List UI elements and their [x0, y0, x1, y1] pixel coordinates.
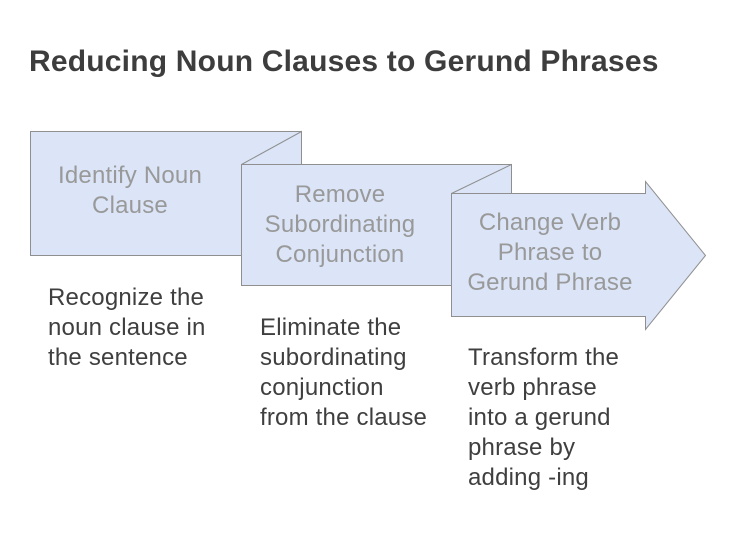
step3-description: Transform the verb phrase into a gerund …	[468, 344, 620, 491]
step3-arrow	[451, 180, 707, 331]
step1-description: Recognize the noun clause in the sentenc…	[48, 284, 206, 371]
step1-label: Identify Noun Clause	[57, 162, 203, 219]
step3-label: Change Verb Phrase to Gerund Phrase	[467, 209, 633, 296]
page-title: Reducing Noun Clauses to Gerund Phrases	[29, 45, 659, 78]
step2-description: Eliminate the subordinating conjunction …	[260, 314, 428, 431]
step2-label: Remove Subordinating Conjunction	[264, 181, 416, 268]
